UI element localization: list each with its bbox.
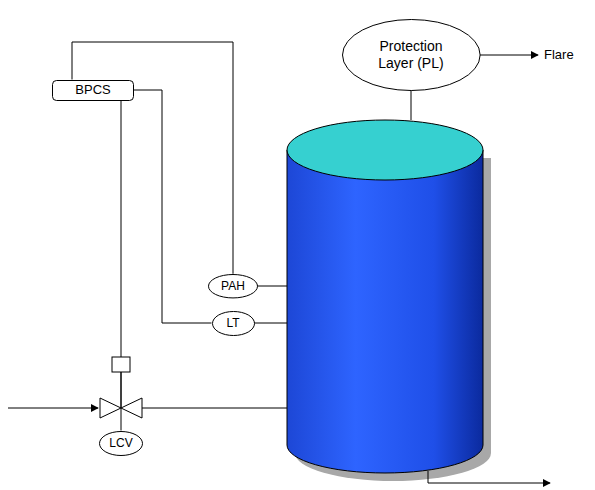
flare-arrow [478, 55, 538, 56]
control-box: BPCS [52, 80, 134, 101]
relief-line [411, 88, 412, 120]
valve-stem [121, 372, 122, 408]
outlet-arrow [428, 471, 550, 483]
instrument-bubble: LCV [99, 431, 143, 456]
pah-tap [257, 286, 287, 287]
signal-line [121, 101, 122, 431]
signal-line [72, 42, 233, 274]
valve-actuator [112, 357, 130, 372]
ellipse-shape [342, 20, 480, 91]
rect-shape [53, 80, 134, 100]
lt-tap [254, 323, 287, 324]
node-text: PAH [221, 279, 245, 293]
signal-line [134, 90, 212, 323]
node-text: Protection Layer (PL) [365, 38, 457, 72]
node-text: BPCS [75, 82, 110, 98]
ellipse-shape [209, 274, 258, 297]
inlet-pipe [142, 408, 287, 409]
vessel-top [287, 120, 483, 180]
ellipse-shape [212, 311, 254, 335]
vessel-body [287, 150, 483, 473]
inlet-arrow [8, 408, 98, 409]
ellipse-shape [100, 431, 143, 455]
node-text: LT [226, 316, 239, 330]
instrument-bubble: LT [212, 311, 255, 336]
instrument-bubble: Protection Layer (PL) [342, 19, 481, 91]
node-text: LCV [109, 436, 132, 450]
stream-label: Flare [544, 47, 574, 62]
instrument-bubble: PAH [208, 274, 258, 298]
